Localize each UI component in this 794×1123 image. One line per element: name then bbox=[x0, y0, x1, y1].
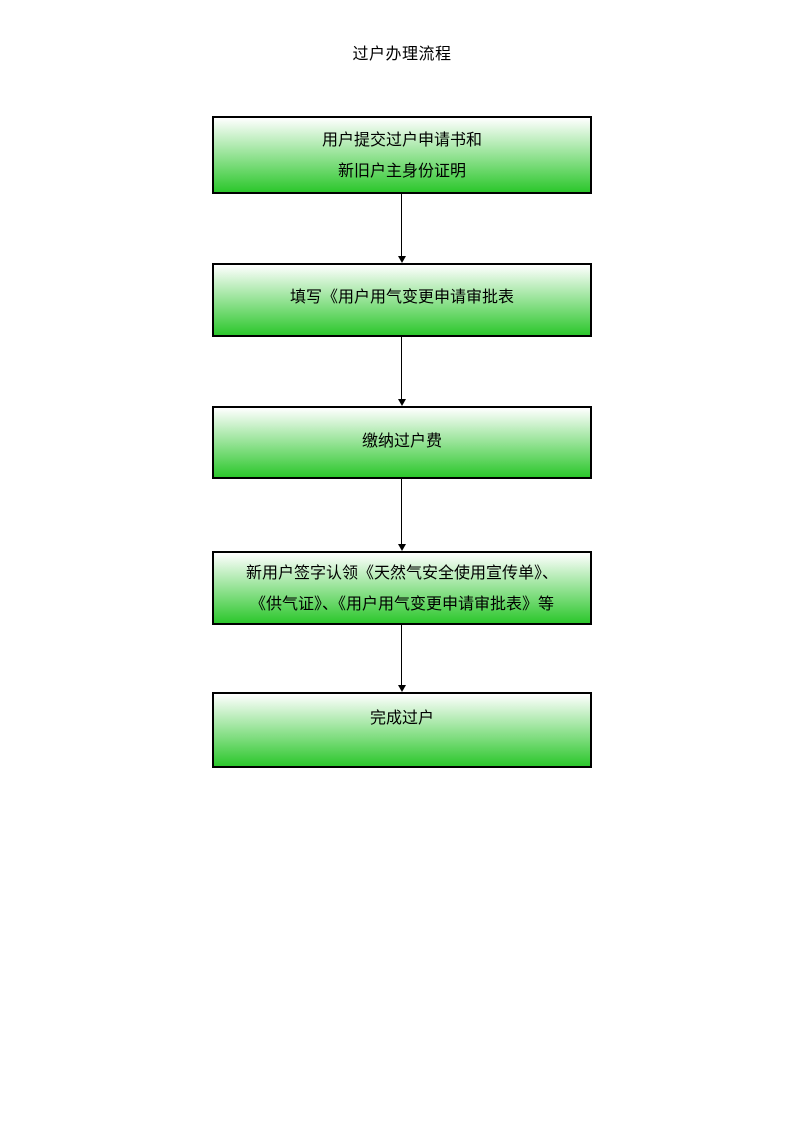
page-title: 过户办理流程 bbox=[352, 44, 452, 63]
flow-step-text-line: 新旧户主身份证明 bbox=[337, 161, 466, 180]
arrow-line bbox=[401, 479, 402, 545]
flow-step-complete-transfer: 完成过户 bbox=[212, 692, 592, 768]
flow-step-pay-fee: 缴纳过户费 bbox=[212, 406, 592, 479]
flow-step-fill-form: 填写《用户用气变更申请审批表 bbox=[212, 263, 592, 337]
flow-step-text-line: 缴纳过户费 bbox=[361, 431, 442, 450]
flow-step-text-line: 用户提交过户申请书和 bbox=[321, 130, 482, 149]
flow-step-text-line: 新用户签字认领《天然气安全使用宣传单》、 bbox=[245, 563, 558, 582]
arrow-down-icon bbox=[397, 544, 406, 551]
arrow-down-icon bbox=[397, 256, 406, 263]
flow-step-sign-documents: 新用户签字认领《天然气安全使用宣传单》、 《供气证》、《用户用气变更申请审批表》… bbox=[212, 551, 592, 625]
flow-step-text-line: 填写《用户用气变更申请审批表 bbox=[289, 286, 514, 306]
flow-arrow-3 bbox=[397, 479, 406, 551]
arrow-line bbox=[401, 625, 402, 686]
arrow-line bbox=[401, 337, 402, 400]
flow-arrow-2 bbox=[397, 337, 406, 406]
arrow-down-icon bbox=[397, 399, 406, 406]
arrow-down-icon bbox=[397, 685, 406, 692]
arrow-line bbox=[401, 194, 402, 257]
flow-arrow-4 bbox=[397, 625, 406, 692]
flow-step-text-line: 完成过户 bbox=[369, 707, 434, 727]
flow-step-submit-application: 用户提交过户申请书和 新旧户主身份证明 bbox=[212, 116, 592, 194]
flow-arrow-1 bbox=[397, 194, 406, 263]
flow-step-text-line: 《供气证》、《用户用气变更申请审批表》等 bbox=[249, 594, 554, 613]
